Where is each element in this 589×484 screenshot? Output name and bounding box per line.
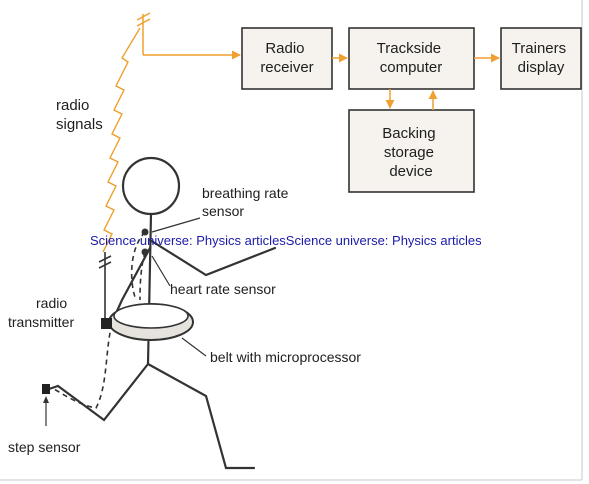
svg-text:Backing storage de: Backing storage device [382,125,440,180]
head [121,156,181,216]
leader-lines [45,217,207,426]
breathing-rate-sensor-label: breathing rate sensor [202,185,292,219]
radio-transmitter-box [101,318,112,329]
receiving-antenna-icon [136,12,151,55]
trackside-computer-line1: Trackside [377,40,441,57]
radio-receiver-box: Radio receiver [241,27,333,90]
backing-storage-line2: storage [384,144,434,161]
radio-signals-label: radio signals [56,97,103,133]
radio-receiver-line2: receiver [260,59,313,76]
heart-sensor-dot [141,248,149,256]
step-sensor-pointer [43,396,49,403]
breathing-sensor-dot [141,228,149,236]
radio-receiver-line1: Radio [265,40,304,57]
backing-storage-line1: Backing [382,125,435,142]
trackside-computer-line2: computer [380,59,443,76]
backing-storage-line3: device [389,163,432,180]
radio-transmitter-label: radio transmitter [8,295,74,330]
transmitter-antenna-icon [98,252,112,318]
svg-text:Radio receiver: Radio receiver [260,40,313,76]
leg-back [44,362,150,422]
belt-with-microprocessor-label: belt with microprocessor [210,349,361,365]
backing-storage-box: Backing storage device [348,109,475,193]
watermark-text: Science universe: Physics articlesScienc… [90,233,482,248]
trainers-display-line2: display [518,59,565,76]
svg-text:Trackside computer: Trackside computer [377,40,446,76]
belt-microprocessor [108,303,194,341]
svg-text:Trainers display: Trainers display [512,40,571,76]
leg-front [146,362,256,470]
trackside-computer-box: Trackside computer [348,27,475,90]
heart-rate-sensor-label: heart rate sensor [170,281,276,297]
step-sensor-label: step sensor [8,439,81,455]
sensor-wiring [51,231,146,409]
arm-right [148,238,277,277]
trainers-display-box: Trainers display [500,27,582,90]
trainers-display-line1: Trainers [512,40,566,57]
radio-signal-zigzag [102,27,141,253]
step-sensor-box [42,384,50,394]
